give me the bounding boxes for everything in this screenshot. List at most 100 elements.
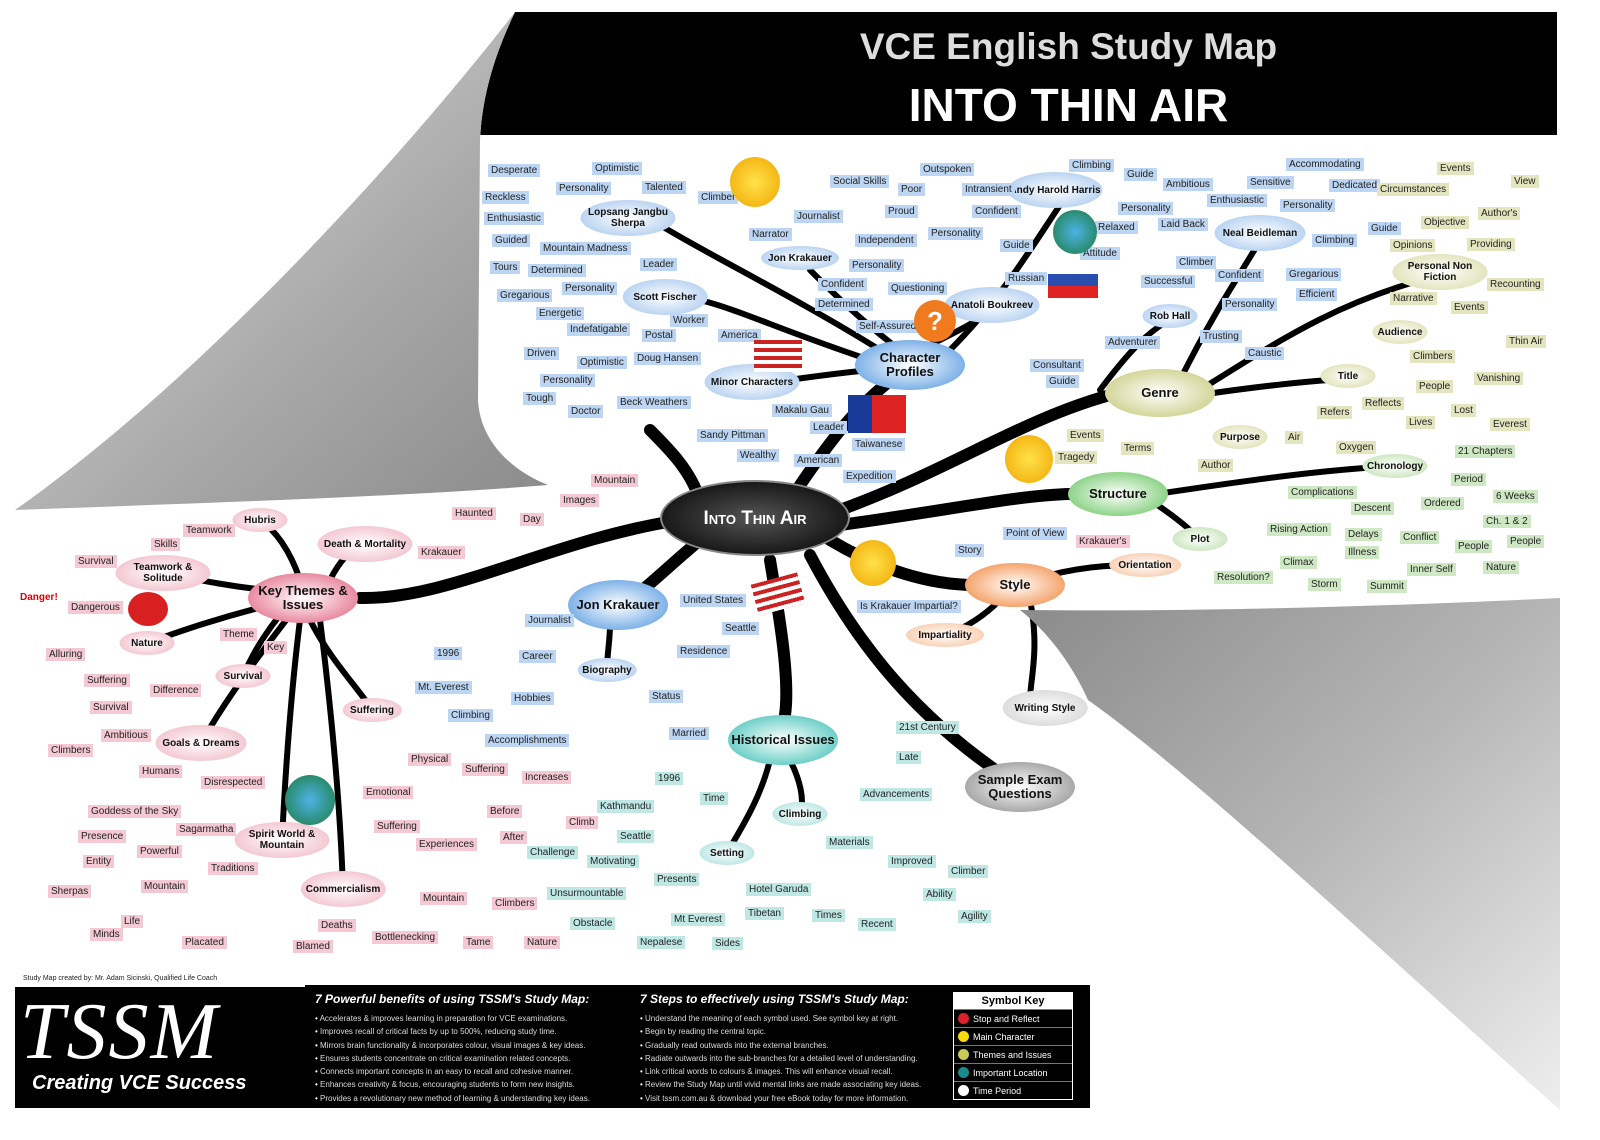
branch-label: Krakauer [418,546,465,559]
branch-label: Mountain [420,892,468,905]
sub-node: Scott Fischer [622,279,708,315]
benefits-title: 7 Powerful benefits of using TSSM's Stud… [315,992,590,1006]
branch-label: Experiences [416,838,478,851]
branch-label: Author's [1478,207,1521,220]
header-subtitle: VCE English Study Map [859,26,1278,67]
branch-label: Mountain Madness [540,242,631,255]
branch-label: Career [519,650,556,663]
branch-label: Seattle [722,622,760,635]
branch-label: Sagarmatha [176,823,237,836]
branch-label: Is Krakauer Impartial? [857,600,961,613]
branch-label: Motivating [587,855,639,868]
sub-node: Lopsang Jangbu Sherpa [580,200,676,236]
branch-label: 6 Weeks [1493,490,1538,503]
branch-label: Expedition [843,470,896,483]
sub-node: Commercialism [300,871,386,907]
step-item: Begin by reading the central topic. [640,1025,940,1038]
branch-label: Lost [1451,404,1476,417]
branch-label: Materials [826,836,873,849]
branch-label: Climbing [448,709,493,722]
branch-label: Leader [810,421,848,434]
branch-label: Consultant [1030,359,1084,372]
branch-label: Story [955,544,985,557]
branch-label: Russian [1005,272,1048,285]
branch-label: Sherpas [48,885,92,898]
branch-label: Nature [1483,561,1520,574]
branch-label: Hotel Garuda [746,883,812,896]
branch-label: Tame [463,936,494,949]
symbol-label: Themes and Issues [973,1049,1052,1060]
branch-label: Climbing [1312,234,1357,247]
branch-label: Personality [1118,202,1174,215]
branch-label: Confident [1215,269,1264,282]
taiwan-flag-icon [848,395,906,433]
branch-label: United States [680,594,747,607]
sub-node: Anatoli Boukreev [944,287,1040,323]
branch-label: Climbers [492,897,538,910]
symbol-icon [958,1013,969,1024]
branch-label: Survival [75,555,117,568]
branch-label: Mt. Everest [415,681,472,694]
branch-label: 21st Century [896,721,959,734]
branch-label: Attitude [1080,247,1120,260]
branch-label: 21 Chapters [1455,445,1516,458]
branch-label: Theme [220,628,258,641]
symbol-key-title: Symbol Key [954,993,1072,1009]
branch-label: Personality [1222,298,1278,311]
branch-label: Presence [78,830,127,843]
branch-label: Wealthy [737,449,779,462]
sub-node: Neal Beidleman [1214,215,1306,251]
main-node: Historical Issues [728,715,838,765]
branch-label: Doug Hansen [634,352,702,365]
branch-label: Married [669,727,709,740]
branch-label: Summit [1367,580,1407,593]
branch-label: Confident [818,278,867,291]
branch-label: Accommodating [1286,158,1364,171]
branch-label: Climber [1176,256,1217,269]
branch-label: Guide [1046,375,1079,388]
branch-label: Thin Air [1506,335,1546,348]
step-item: Visit tssm.com.au & download your free e… [640,1092,940,1105]
branch-label: Lives [1406,416,1436,429]
sub-node: Impartiality [906,623,984,647]
branch-label: Life [121,915,144,928]
sad-face-icon [1005,435,1053,483]
branch-label: Reflects [1362,397,1405,410]
branch-label: Air [1285,431,1304,444]
branch-label: Questioning [888,282,948,295]
branch-label: Laid Back [1158,218,1208,231]
branch-label: Reckless [482,191,529,204]
credit-line: Study Map created by: Mr. Adam Sicinski,… [15,975,305,987]
branch-label: Guide [1368,222,1401,235]
branch-label: Climbers [1410,350,1456,363]
branch-label: Personality [928,227,984,240]
branch-label: Successful [1141,275,1196,288]
branch-label: Personality [556,182,612,195]
sub-node: Personal Non Fiction [1392,254,1488,290]
poppy-icon [128,592,168,626]
sub-node: Setting [699,841,755,865]
branch-label: Before [487,805,523,818]
benefit-item: Improves recall of critical facts by up … [315,1025,630,1038]
branch-label: Times [812,909,845,922]
branch-label: Point of View [1003,527,1068,540]
sub-node: Teamwork & Solitude [115,555,211,591]
branch-label: Suffering [84,674,130,687]
branch-label: Late [896,751,922,764]
branch-label: Ambitious [101,729,151,742]
branch-label: Dedicated [1329,179,1381,192]
branch-label: Doctor [568,405,604,418]
branch-label: Energetic [536,307,585,320]
sub-node: Purpose [1212,425,1268,449]
symbol-key-item: Important Location [954,1063,1072,1081]
branch-label: Mountain [591,474,639,487]
branch-label: Climber [698,191,739,204]
branch-label: Trusting [1200,330,1242,343]
sub-node: Jon Krakauer [761,246,839,270]
branch-label: Events [1067,429,1104,442]
branch-label: Circumstances [1377,183,1450,196]
branch-label: Gregarious [1286,268,1342,281]
branch-label: Bottlenecking [372,931,439,944]
danger-label: Danger! [20,592,58,603]
